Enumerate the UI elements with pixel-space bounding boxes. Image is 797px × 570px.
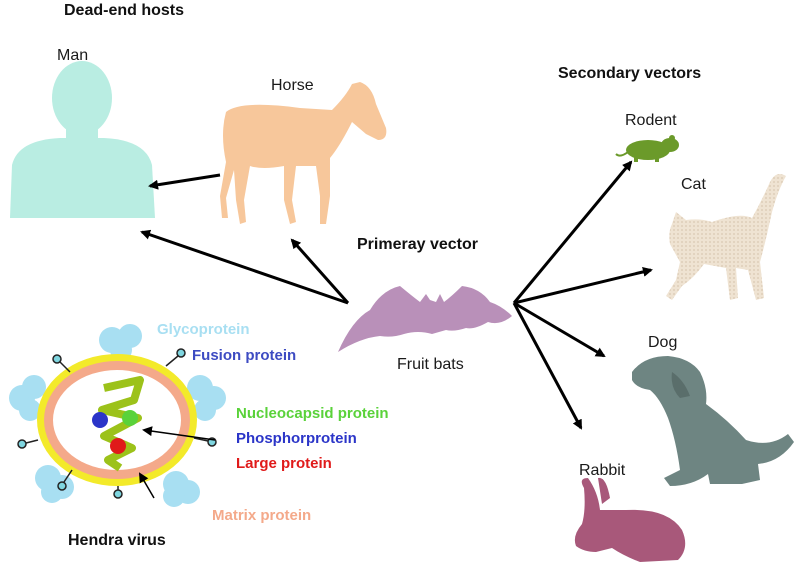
arrow-bat-to-horse xyxy=(290,238,350,304)
large-protein-label: Large protein xyxy=(236,455,332,472)
arrow-bat-to-rabbit xyxy=(512,302,583,430)
arrow-bat-to-rodent xyxy=(512,160,633,304)
man-silhouette xyxy=(10,61,155,218)
cat-label: Cat xyxy=(681,176,706,193)
horse-silhouette xyxy=(220,82,387,224)
rodent-label: Rodent xyxy=(625,112,677,129)
matrix-protein-label: Matrix protein xyxy=(212,507,312,524)
secondary-vectors-heading: Secondary vectors xyxy=(558,65,702,82)
bat-silhouette xyxy=(338,286,512,352)
glycoprotein-label: Glycoprotein xyxy=(157,321,250,338)
large-protein-dot xyxy=(110,438,126,454)
hendra-virus xyxy=(9,324,226,507)
nucleocapsid-protein-label: Nucleocapsid protein xyxy=(236,405,389,422)
arrow-bat-to-man xyxy=(140,229,349,305)
primary-vector-heading: Primeray vector xyxy=(357,236,478,253)
fusion-spikes xyxy=(17,348,217,499)
dead-end-hosts-heading: Dead-end hosts xyxy=(64,2,185,19)
transmission-arrows xyxy=(140,160,653,430)
nucleocapsid-dot xyxy=(122,410,138,426)
dog-silhouette xyxy=(632,356,794,486)
fruit-bats-label: Fruit bats xyxy=(397,356,464,373)
phosphoprotein-dot xyxy=(92,412,108,428)
fusion-protein-label: Fusion protein xyxy=(192,347,297,364)
man-label: Man xyxy=(57,47,89,64)
dog-label: Dog xyxy=(648,334,678,351)
hendra-virus-label: Hendra virus xyxy=(68,532,166,549)
arrow-bat-to-cat xyxy=(513,267,653,305)
arrow-bat-to-dog xyxy=(513,301,606,358)
cat-silhouette xyxy=(666,174,786,300)
phosphorprotein-label: Phosphorprotein xyxy=(236,430,357,447)
rodent-silhouette xyxy=(615,135,679,162)
horse-label: Horse xyxy=(271,77,314,94)
rabbit-label: Rabbit xyxy=(579,462,626,479)
arrow-horse-to-man xyxy=(148,173,221,190)
rabbit-silhouette xyxy=(574,477,686,562)
